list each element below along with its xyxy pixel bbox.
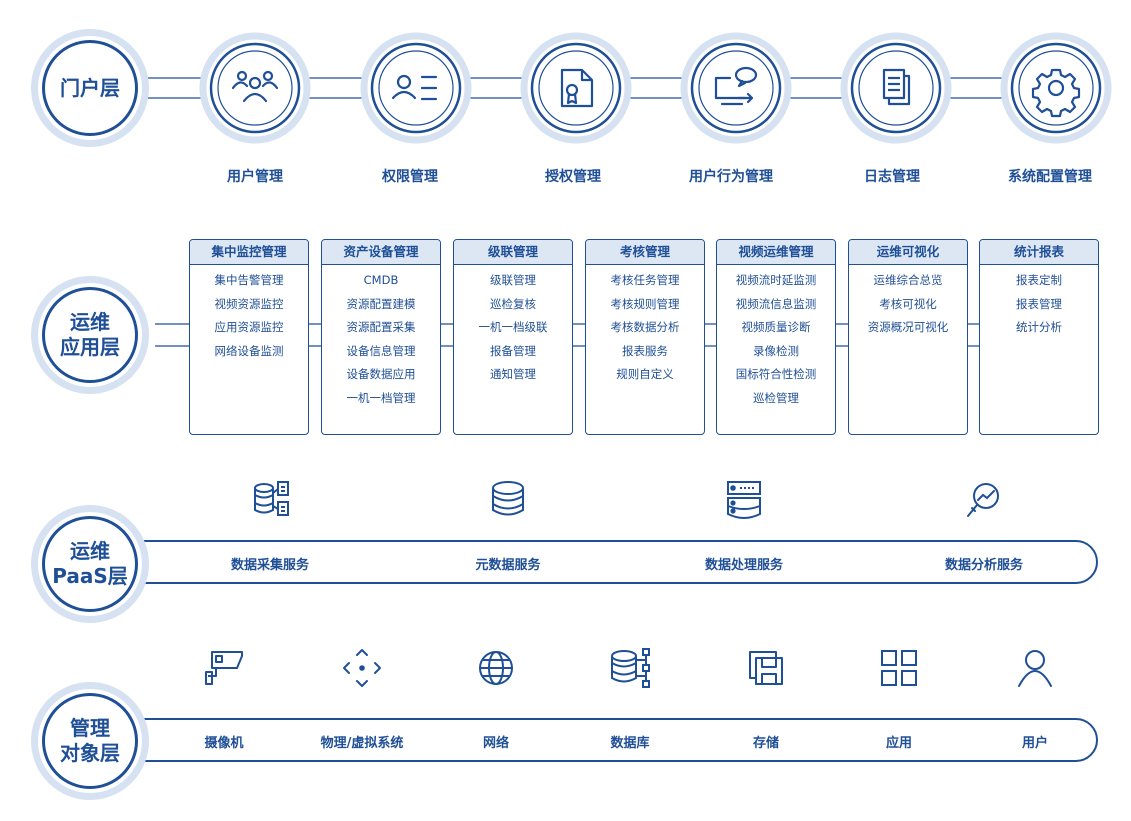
objects-layer-badge: 管理对象层 <box>31 682 149 800</box>
module-title: 运维可视化 <box>849 240 967 265</box>
module-item[interactable]: 考核任务管理 <box>610 273 680 287</box>
module-item[interactable]: 国标符合性检测 <box>735 367 817 381</box>
module-item[interactable]: 报表管理 <box>1016 296 1062 311</box>
gear-icon <box>1031 68 1081 118</box>
ops-app-layer-badge: 运维应用层 <box>31 276 149 394</box>
paas-services-bar <box>100 540 1098 584</box>
object-storage[interactable]: 存储 <box>752 736 779 751</box>
portal-layer-badge: 门户层 <box>31 29 149 147</box>
module-asset-management[interactable]: 资产设备管理 CMDB 资源配置建模 资源配置采集 设备信息管理 设备数据应用 … <box>321 239 441 435</box>
module-title: 资产设备管理 <box>322 240 440 265</box>
module-item[interactable]: 规则自定义 <box>616 367 674 381</box>
module-item[interactable]: 级联管理 <box>490 273 536 287</box>
module-title: 统计报表 <box>980 240 1098 265</box>
database-files-icon <box>254 481 289 516</box>
object-physical-virtual-system[interactable]: 物理/虚拟系统 <box>320 736 404 751</box>
documents-icon <box>882 68 911 106</box>
database-nodes-icon <box>611 648 650 688</box>
object-database[interactable]: 数据库 <box>610 736 650 751</box>
server-database-icon <box>727 481 761 519</box>
portal-label-user-management: 用户管理 <box>227 169 283 185</box>
module-cascade-management[interactable]: 级联管理 级联管理 巡检复核 一机一档级联 报备管理 通知管理 <box>453 239 573 435</box>
certificate-icon <box>560 68 594 108</box>
portal-label-log-management: 日志管理 <box>864 169 920 185</box>
module-title: 集中监控管理 <box>190 240 308 265</box>
portal-label-authorization-management: 授权管理 <box>545 169 601 185</box>
apps-grid-icon <box>881 650 917 686</box>
module-item[interactable]: 设备信息管理 <box>346 343 416 358</box>
module-ops-visualization[interactable]: 运维可视化 运维综合总览 考核可视化 资源概况可视化 <box>848 239 968 435</box>
module-item[interactable]: 统计分析 <box>1016 320 1062 334</box>
portal-item-system-config[interactable] <box>1000 32 1112 144</box>
paas-service-data-processing[interactable]: 数据处理服务 <box>704 558 783 573</box>
module-item[interactable]: 一机一档管理 <box>346 390 416 405</box>
module-item[interactable]: 考核规则管理 <box>610 296 680 311</box>
module-item[interactable]: 巡检管理 <box>753 390 799 405</box>
object-network[interactable]: 网络 <box>482 736 509 751</box>
module-item[interactable]: 报备管理 <box>490 343 536 358</box>
module-title: 视频运维管理 <box>717 240 835 265</box>
camera-icon <box>205 651 243 685</box>
globe-icon <box>479 651 513 685</box>
portal-label-system-config: 系统配置管理 <box>1008 169 1092 185</box>
screen-chat-icon <box>714 66 758 106</box>
object-user[interactable]: 用户 <box>1021 736 1048 751</box>
paas-service-metadata[interactable]: 元数据服务 <box>475 558 541 573</box>
module-item[interactable]: CMDB <box>363 273 399 287</box>
users-group-icon <box>231 70 279 103</box>
module-item[interactable]: 一机一档级联 <box>478 320 548 334</box>
module-centralized-monitoring[interactable]: 集中监控管理 集中告警管理 视频资源监控 应用资源监控 网络设备监测 <box>189 239 309 435</box>
module-item[interactable]: 考核可视化 <box>879 296 937 311</box>
module-item[interactable]: 应用资源监控 <box>214 320 284 334</box>
module-item[interactable]: 视频资源监控 <box>214 296 284 311</box>
module-item[interactable]: 资源配置采集 <box>346 320 416 334</box>
module-assessment-management[interactable]: 考核管理 考核任务管理 考核规则管理 考核数据分析 报表服务 规则自定义 <box>585 239 705 435</box>
module-item[interactable]: 录像检测 <box>753 343 799 358</box>
module-item[interactable]: 运维综合总览 <box>873 273 943 287</box>
portal-label-behavior-management: 用户行为管理 <box>689 169 773 185</box>
module-title: 级联管理 <box>454 240 572 265</box>
module-item[interactable]: 视频流时延监测 <box>735 273 817 287</box>
module-title: 考核管理 <box>586 240 704 265</box>
module-item[interactable]: 资源配置建模 <box>346 296 416 311</box>
paas-service-data-analysis[interactable]: 数据分析服务 <box>944 558 1023 573</box>
module-item[interactable]: 视频流信息监测 <box>735 296 817 311</box>
portal-layer-label: 门户层 <box>42 40 138 136</box>
objects-bar <box>100 718 1098 762</box>
database-icon <box>492 481 524 516</box>
portal-item-log-management[interactable] <box>840 32 952 144</box>
magnifier-chart-icon <box>967 483 999 517</box>
user-icon <box>1018 650 1052 687</box>
module-item[interactable]: 通知管理 <box>490 367 536 381</box>
object-application[interactable]: 应用 <box>885 736 912 751</box>
portal-item-permission-management[interactable] <box>360 32 472 144</box>
diamond-arrows-icon <box>343 649 381 687</box>
objects-layer-label: 管理对象层 <box>42 693 138 789</box>
module-item[interactable]: 网络设备监测 <box>214 343 284 358</box>
user-list-icon <box>391 74 438 101</box>
storage-icon <box>749 651 783 685</box>
module-item[interactable]: 巡检复核 <box>490 296 536 311</box>
portal-item-behavior-management[interactable] <box>680 32 792 144</box>
portal-item-user-management[interactable] <box>199 32 311 144</box>
portal-item-authorization-management[interactable] <box>520 32 632 144</box>
paas-service-data-collection[interactable]: 数据采集服务 <box>230 558 309 573</box>
portal-label-permission-management: 权限管理 <box>382 169 438 185</box>
module-item[interactable]: 设备数据应用 <box>346 367 416 381</box>
module-item[interactable]: 视频质量诊断 <box>741 320 811 334</box>
module-item[interactable]: 报表服务 <box>622 343 668 358</box>
module-item[interactable]: 集中告警管理 <box>214 273 284 287</box>
module-item[interactable]: 考核数据分析 <box>610 320 680 334</box>
module-item[interactable]: 报表定制 <box>1016 273 1062 287</box>
module-video-ops-management[interactable]: 视频运维管理 视频流时延监测 视频流信息监测 视频质量诊断 录像检测 国标符合性… <box>716 239 836 435</box>
ops-app-layer-label: 运维应用层 <box>42 287 138 383</box>
module-statistics-report[interactable]: 统计报表 报表定制 报表管理 统计分析 <box>979 239 1099 435</box>
module-item[interactable]: 资源概况可视化 <box>867 320 949 334</box>
object-camera[interactable]: 摄像机 <box>204 736 244 751</box>
